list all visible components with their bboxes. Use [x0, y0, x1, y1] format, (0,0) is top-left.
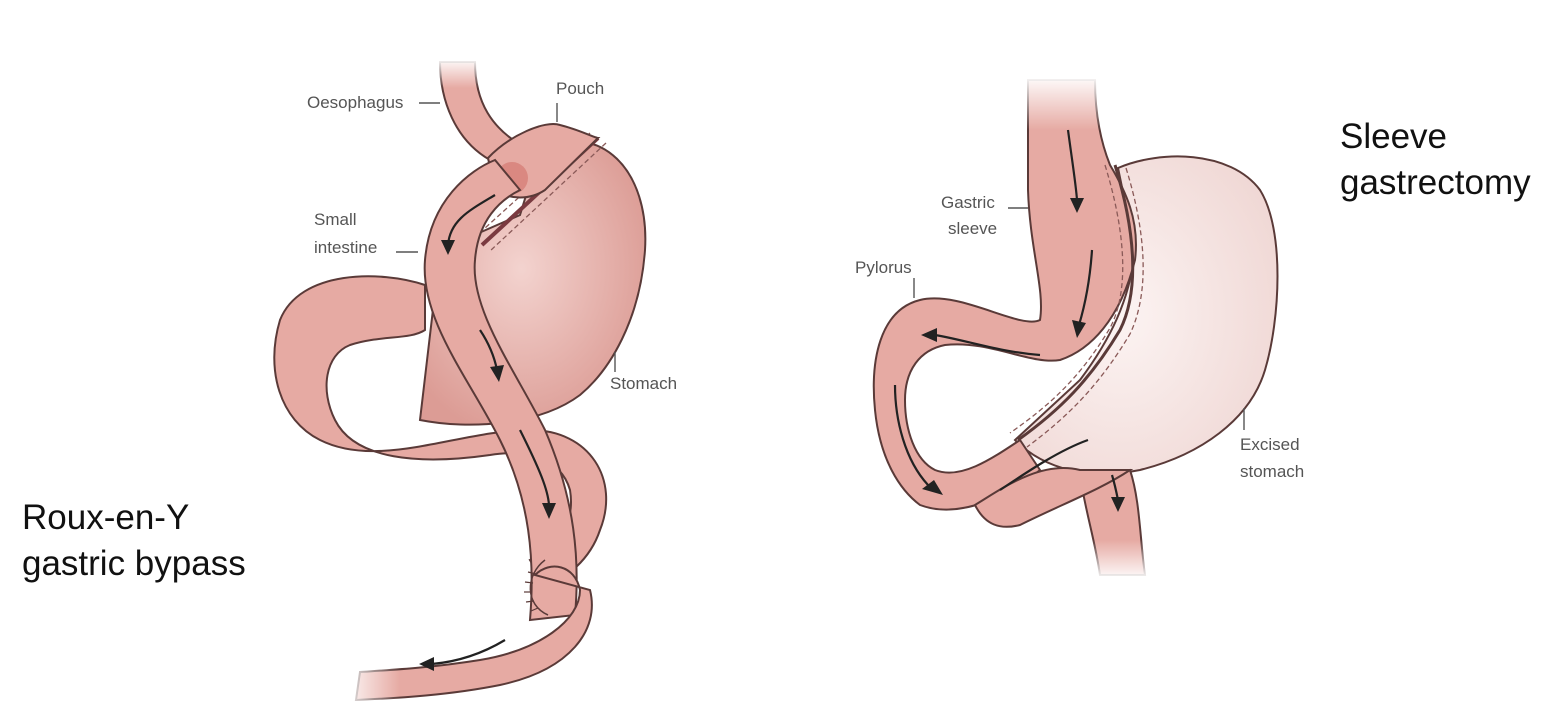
label-oesophagus: Oesophagus — [307, 93, 403, 112]
label-gastric-sleeve-1: Gastric — [941, 193, 995, 212]
label-excised-2: stomach — [1240, 462, 1304, 481]
caption-sleeve-line1: Sleeve — [1340, 117, 1447, 156]
label-pouch: Pouch — [556, 79, 604, 98]
caption-sleeve-line2: gastrectomy — [1340, 163, 1531, 202]
gastric-sleeve — [872, 79, 1137, 511]
label-gastric-sleeve-2: sleeve — [948, 219, 997, 238]
roux-en-y-illustration — [273, 58, 647, 710]
label-stomach: Stomach — [610, 374, 677, 393]
label-small-intestine-1: Small — [314, 210, 357, 229]
staple-line-sleeve — [1017, 164, 1135, 442]
label-excised-1: Excised — [1240, 435, 1300, 454]
caption-bypass-line2: gastric bypass — [22, 544, 246, 583]
label-small-intestine-2: intestine — [314, 238, 377, 257]
caption-bypass-line1: Roux-en-Y — [22, 498, 189, 537]
roux-limb — [423, 158, 578, 622]
sleeve-gastrectomy-illustration — [872, 75, 1279, 580]
label-pylorus: Pylorus — [855, 258, 912, 277]
excised-stomach — [1013, 155, 1279, 475]
